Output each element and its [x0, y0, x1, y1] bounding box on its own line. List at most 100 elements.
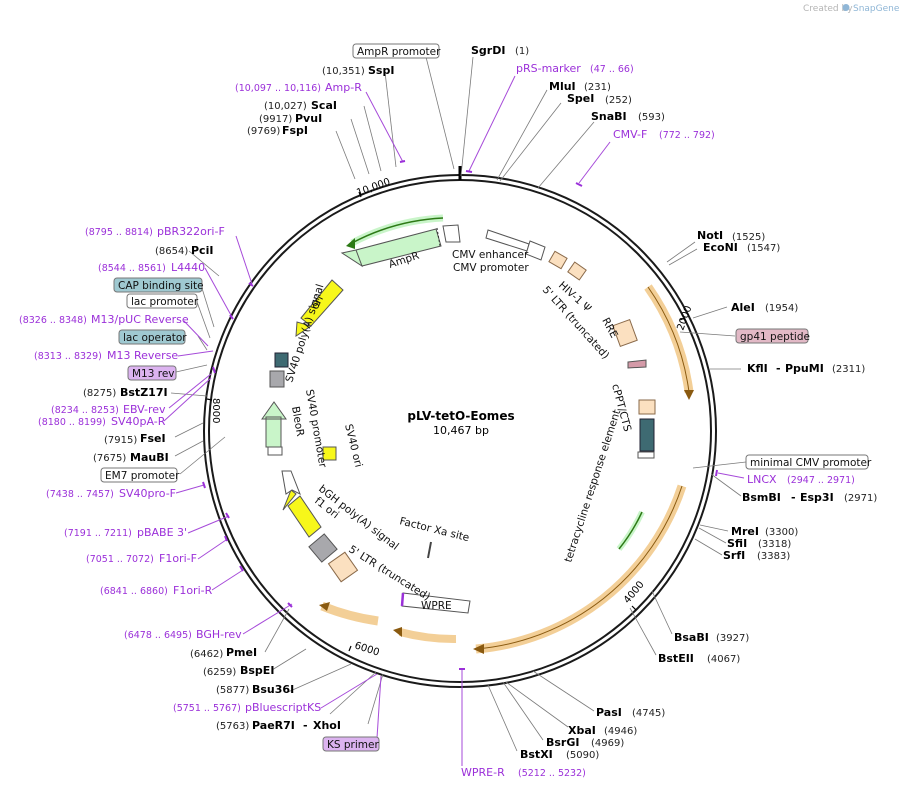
primer-f1ori-f: F1ori-F	[159, 552, 197, 565]
leader-bsmbi	[710, 473, 742, 497]
leader-pmei	[264, 608, 290, 653]
bgh-polya-glyph	[308, 533, 338, 563]
orange-arc-right-line	[475, 485, 683, 650]
pleader-f1ori-r	[211, 569, 244, 591]
pleader-m13puc-reverse	[183, 320, 209, 347]
primer-prs-marker-pos: (47 .. 66)	[590, 64, 634, 75]
ampr-promoter-glyph	[442, 224, 461, 243]
pleader-f1ori-f	[197, 539, 227, 560]
orange-arc-upper-right-head	[684, 390, 694, 400]
enzyme-pvui: PvuI	[295, 112, 322, 125]
pleader-amp-r	[365, 91, 404, 163]
cmv-enhancer-glyph	[485, 229, 530, 252]
plasmid-size: 10,467 bp	[433, 424, 489, 437]
enzyme-snabi-pos: (593)	[638, 112, 665, 123]
leader-spei	[499, 102, 562, 182]
enzyme-maubi: MauBI	[130, 451, 169, 464]
enzyme-ppumi: PpuMI	[785, 362, 824, 375]
enzyme-pasi-pos: (4745)	[632, 708, 665, 719]
primer-lncx: LNCX	[747, 473, 777, 486]
primer-tick-bghrev	[287, 602, 293, 608]
primer-tick-cmvf	[575, 182, 583, 187]
leader-fsei	[174, 422, 204, 438]
primer-m13-reverse-pos: (8313 .. 8329)	[34, 351, 102, 362]
enzyme-srfi: SrfI	[723, 549, 745, 562]
enzyme-bstz17i-pos: (8275)	[83, 388, 116, 399]
label-wpre: WPRE	[421, 600, 452, 612]
leader-gp41	[679, 331, 736, 337]
ltr-5-glyph	[548, 250, 568, 270]
pleader-bgh-rev	[242, 603, 293, 635]
box-em7-promoter	[100, 467, 178, 483]
label-tre: tetracycline response element	[562, 408, 623, 564]
enzyme-scai: ScaI	[311, 99, 337, 112]
green-arc-top-line	[351, 217, 444, 244]
leader-noti	[666, 241, 696, 263]
enzyme-dash: -	[776, 362, 781, 375]
boxed-labels: AmpR promoter gp41 peptide minimal CMV p…	[100, 43, 872, 752]
enzyme-econi-pos: (1547)	[747, 243, 780, 254]
enzyme-fspi-pos: (9769)	[247, 126, 280, 137]
enzyme-spei: SpeI	[567, 92, 594, 105]
rre-glyph	[612, 318, 638, 348]
label-ks-primer: KS primer	[327, 739, 379, 751]
label-cmv-enhancer: CMV enhancer	[452, 249, 529, 261]
enzyme-kfli-pos: (2311)	[832, 364, 865, 375]
label-lac-operator: lac operator	[123, 332, 187, 344]
leader-lac-operator	[197, 335, 208, 351]
credit-prefix: Created by	[803, 4, 853, 14]
pleader-ebv-rev	[168, 373, 212, 409]
enzyme-bspei-pos: (6259)	[203, 667, 236, 678]
ltr-3-glyph	[327, 551, 359, 583]
enzyme-paer7i: PaeR7I	[252, 719, 295, 732]
enzyme-bsmbi-pos: (2971)	[844, 493, 877, 504]
green-arc-top-head	[346, 238, 355, 249]
enzyme-dash: -	[303, 719, 308, 732]
leader-pvui	[350, 118, 370, 175]
label-cmv-promoter: CMV promoter	[453, 262, 529, 274]
enzyme-fsei-pos: (7915)	[104, 435, 137, 446]
leader-bsrgi	[502, 681, 544, 741]
label-lac-promoter: lac promoter	[131, 296, 199, 308]
snapgene-logo-icon	[842, 4, 850, 11]
primer-tick-l4440	[229, 314, 234, 320]
leader-scai	[363, 105, 382, 172]
pleader-pbluescriptks	[320, 673, 378, 709]
enzyme-noti: NotI	[697, 229, 723, 242]
enzyme-kfli: KflI	[747, 362, 768, 375]
enzyme-sfii: SfiI	[727, 537, 747, 550]
enzyme-bsmbi: BsmBI	[742, 491, 781, 504]
primer-tick-f1orif	[224, 535, 228, 542]
primer-f1ori-f-pos: (7051 .. 7072)	[86, 554, 154, 565]
primer-m13-reverse: M13 Reverse	[107, 349, 178, 362]
leader-alei	[692, 306, 728, 319]
primer-bgh-rev-pos: (6478 .. 6495)	[124, 630, 192, 641]
orange-arc-upper-right-line	[647, 286, 690, 393]
enzyme-xhoi: XhoI	[313, 719, 341, 732]
enzyme-pmei: PmeI	[226, 646, 257, 659]
primer-l4440: L4440	[171, 261, 205, 274]
enzyme-bsabi: BsaBI	[674, 631, 709, 644]
enzyme-scai-pos: (10,027)	[264, 101, 307, 112]
primer-tick-lncx	[715, 469, 718, 477]
em7-glyph	[267, 446, 283, 456]
pleader-lncx	[717, 472, 745, 479]
enzyme-bstxi: BstXI	[520, 748, 553, 761]
primer-lncx-pos: (2947 .. 2971)	[787, 475, 855, 486]
primer-bgh-rev: BGH-rev	[196, 628, 242, 641]
enzyme-bstxi-pos: (5090)	[566, 750, 599, 761]
enzyme-leaders	[170, 56, 747, 752]
enzyme-srfi-pos: (3383)	[757, 551, 790, 562]
enzyme-sgrdi-pos: (1)	[515, 46, 529, 57]
pleader-ks-primer	[376, 675, 382, 739]
leader-bstxi	[487, 684, 518, 752]
sv40-ori-glyph	[322, 446, 337, 461]
enzyme-mlui-pos: (231)	[584, 82, 611, 93]
enzyme-xbai: XbaI	[568, 724, 596, 737]
enzyme-bsteii-pos: (4067)	[707, 654, 740, 665]
leader-lac-promoter	[196, 301, 211, 339]
plasmid-name: pLV-tetO-Eomes	[407, 409, 514, 423]
enzyme-bspei: BspEI	[240, 664, 274, 677]
enzyme-pcii-pos: (8654)	[155, 246, 188, 257]
